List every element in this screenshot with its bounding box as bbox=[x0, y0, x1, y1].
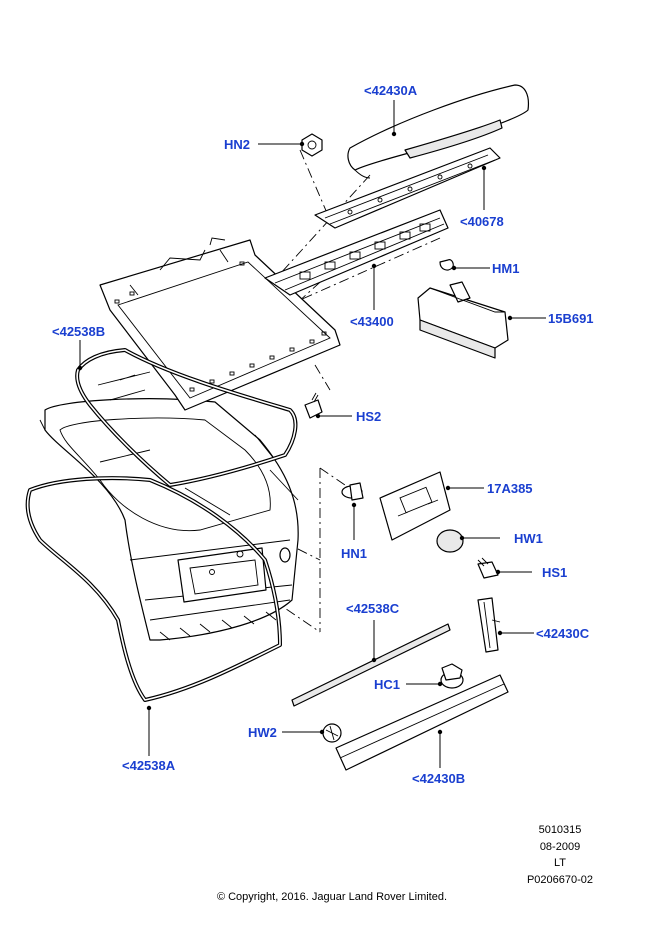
callout-42538A: <42538A bbox=[122, 758, 176, 773]
callout-HN2: HN2 bbox=[224, 137, 250, 152]
callout-HW2: HW2 bbox=[248, 725, 277, 740]
callout-17A385: 17A385 bbox=[487, 481, 533, 496]
screw-HS2 bbox=[304, 392, 323, 419]
callout-HN1: HN1 bbox=[341, 546, 367, 561]
nut-HN1 bbox=[341, 482, 364, 501]
copyright-notice: © Copyright, 2016. Jaguar Land Rover Lim… bbox=[217, 891, 447, 903]
seal-42538A bbox=[25, 476, 282, 702]
spoiler-42430A bbox=[347, 84, 530, 179]
callout-40678: <40678 bbox=[460, 214, 504, 229]
bracket-40678 bbox=[314, 147, 501, 229]
lamp-15B691 bbox=[417, 281, 509, 359]
bracket-42430C bbox=[477, 597, 501, 653]
illustration-id: P0206670-02 bbox=[527, 874, 593, 886]
nut-HN2 bbox=[301, 133, 323, 157]
clip-HC1 bbox=[440, 663, 464, 689]
washer-HW2 bbox=[322, 723, 342, 743]
callout-42538C: <42538C bbox=[346, 601, 400, 616]
reference-number: 5010315 bbox=[539, 824, 582, 836]
callout-15B691: 15B691 bbox=[548, 311, 594, 326]
seal-42538B bbox=[75, 348, 298, 487]
washer-HW1 bbox=[436, 529, 464, 553]
clip-HM1 bbox=[439, 259, 454, 271]
screw-HS1 bbox=[477, 557, 499, 579]
code-label: LT bbox=[554, 857, 566, 869]
callout-HM1: HM1 bbox=[492, 261, 519, 276]
plate-bracket-17A385 bbox=[379, 471, 451, 541]
callout-42430B: <42430B bbox=[412, 771, 465, 786]
callout-HS2: HS2 bbox=[356, 409, 381, 424]
callout-HC1: HC1 bbox=[374, 677, 400, 692]
callout-HW1: HW1 bbox=[514, 531, 543, 546]
callouts: <42430A HN2 <40678 HM1 <43400 15B691 <42… bbox=[52, 83, 594, 786]
applique-43400 bbox=[264, 209, 449, 296]
seal-strip-42538C bbox=[291, 623, 451, 707]
callout-43400: <43400 bbox=[350, 314, 394, 329]
callout-HS1: HS1 bbox=[542, 565, 567, 580]
issue-date: 08-2009 bbox=[540, 841, 580, 853]
callout-42538B: <42538B bbox=[52, 324, 105, 339]
trim-42430B bbox=[335, 674, 509, 771]
leader-lines bbox=[77, 100, 546, 768]
callout-42430C: <42430C bbox=[536, 626, 590, 641]
footer: 5010315 08-2009 LT P0206670-02 © Copyrig… bbox=[217, 824, 593, 903]
tailgate-frame bbox=[39, 398, 299, 641]
callout-42430A: <42430A bbox=[364, 83, 418, 98]
